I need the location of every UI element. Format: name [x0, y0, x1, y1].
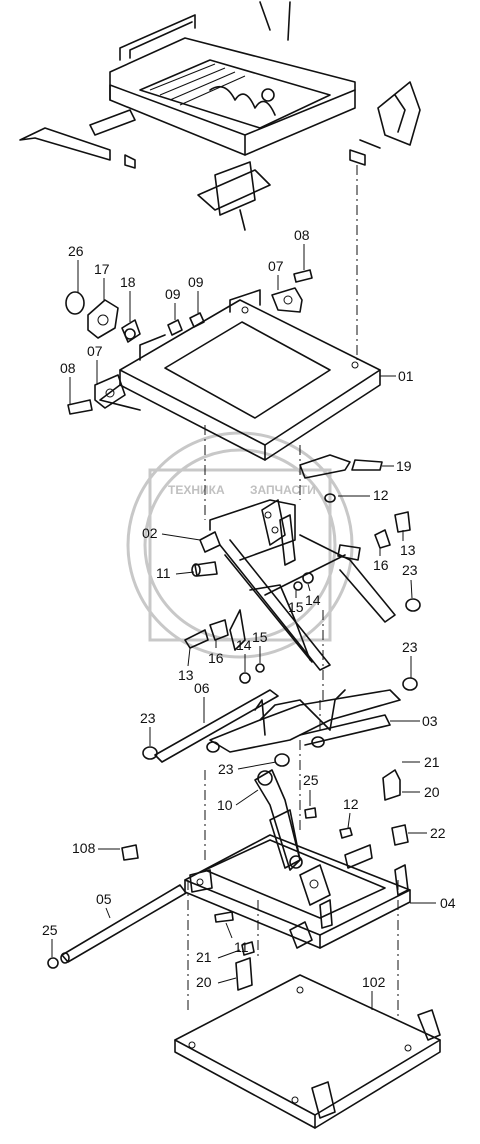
base-frame-04 — [184, 769, 411, 991]
callout-13-right: 13 — [400, 542, 416, 558]
callout-22: 22 — [430, 825, 446, 841]
callout-15-left: 15 — [252, 629, 268, 645]
callout-09-left: 09 — [165, 286, 181, 302]
callout-12-mid: 12 — [373, 487, 389, 503]
callout-01: 01 — [398, 368, 414, 384]
watermark: ТЕХНИКА ЗАПЧАСТИ — [126, 431, 354, 659]
watermark-text-1: ТЕХНИКА — [168, 483, 225, 497]
rod-05 — [47, 844, 187, 969]
callout-102: 102 — [362, 974, 386, 990]
watermark-text-2: ЗАПЧАСТИ — [250, 483, 316, 497]
callouts: 26 17 18 09 09 07 08 01 08 07 19 12 02 1… — [42, 227, 456, 1010]
alignment-lines — [187, 165, 399, 1020]
callout-08-left: 08 — [60, 360, 76, 376]
callout-19: 19 — [396, 458, 412, 474]
bracket-frame-01 — [99, 289, 381, 461]
callout-23-left: 23 — [140, 710, 156, 726]
callout-13-left: 13 — [178, 667, 194, 683]
callout-20-top: 20 — [424, 784, 440, 800]
callout-108: 108 — [72, 840, 96, 856]
callout-02: 02 — [142, 525, 158, 541]
callout-07-left: 07 — [87, 343, 103, 359]
callout-16-right: 16 — [373, 557, 389, 573]
callout-06: 06 — [194, 680, 210, 696]
callout-14-mid: 14 — [305, 592, 321, 608]
callout-11-mid: 11 — [156, 565, 171, 581]
callout-23-right: 23 — [402, 562, 418, 578]
callout-18: 18 — [120, 274, 136, 290]
scissor-arms-lower — [142, 689, 401, 767]
scissor-arms-upper — [184, 454, 421, 691]
callout-25-mid: 25 — [303, 772, 319, 788]
callout-17: 17 — [94, 261, 110, 277]
callout-05: 05 — [96, 891, 112, 907]
callout-11-lower: 11 — [234, 939, 249, 955]
callout-15-mid: 15 — [288, 599, 304, 615]
callout-07-top: 07 — [268, 258, 284, 274]
callout-09-right: 09 — [188, 274, 204, 290]
callout-14-left: 14 — [236, 637, 252, 653]
callout-23-lower: 23 — [218, 761, 234, 777]
callout-12-lower: 12 — [343, 796, 359, 812]
callout-23-mid: 23 — [402, 639, 418, 655]
callout-21-top: 21 — [424, 754, 440, 770]
callout-10: 10 — [217, 797, 233, 813]
callout-25-left: 25 — [42, 922, 58, 938]
callout-21-lower: 21 — [196, 949, 212, 965]
seat-pan-102 — [174, 974, 441, 1129]
top-hardware — [65, 269, 313, 415]
callout-08-top: 08 — [294, 227, 310, 243]
callout-26: 26 — [68, 243, 84, 259]
callout-04: 04 — [440, 895, 456, 911]
callout-20-lower: 20 — [196, 974, 212, 990]
callout-03: 03 — [422, 713, 438, 729]
callout-16-left: 16 — [208, 650, 224, 666]
seat-slider-frame — [19, 1, 421, 231]
